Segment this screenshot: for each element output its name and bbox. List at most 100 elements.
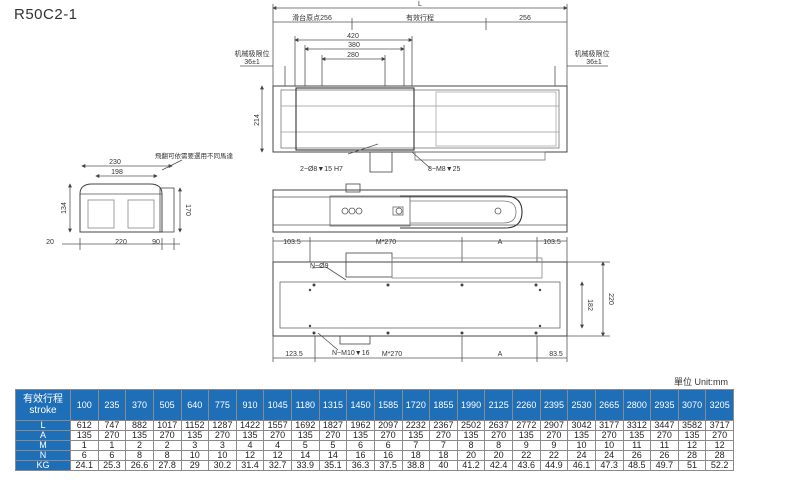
table-cell: 2 [152,440,182,451]
dim-380: 380 [348,42,360,49]
table-cell: 135 [567,430,596,441]
table-cell: 882 [125,420,154,431]
table-cell: 22 [512,450,541,461]
table-cell: 28 [677,450,707,461]
stroke-header-en: stroke [29,405,57,416]
table-cell: 4 [263,440,292,451]
dim-170: 170 [184,204,191,216]
table-cell: 3 [180,440,210,451]
table-cell: 1 [70,440,99,451]
table-cell: 270 [152,430,182,441]
dim-L: L [418,1,422,8]
table-cell: 35.1 [318,460,348,471]
table-cell: 12 [235,450,265,461]
table-cell: 49.7 [650,460,679,471]
table-cell: 11 [622,440,652,451]
table-cell: 37.5 [373,460,403,471]
dim-256: 256 [519,15,531,22]
table-cell: 24 [567,450,596,461]
table-cell: 135 [70,430,99,441]
table-cell: 7 [429,440,458,451]
table-cell: 26 [622,450,652,461]
dim-83-5: 83.5 [549,351,563,358]
row-label: KG [15,460,71,471]
table-cell: 8 [484,440,513,451]
hole-n-callout: N−Ø9 [310,263,329,270]
table-cell: 1962 [346,420,375,431]
table-cell: 14 [318,450,348,461]
table-cell: 1422 [235,420,265,431]
table-cell: 2502 [456,420,486,431]
table-cell: 25.3 [97,460,127,471]
table-cell: 6 [70,450,99,461]
dim-123-5: 123.5 [285,351,303,358]
hole-m-callout: N−M10▼16 [332,350,370,357]
table-cell: 8 [125,450,154,461]
table-cell: 3582 [677,420,707,431]
dim-m270-bottom: M*270 [382,351,402,358]
unit-label: 單位 Unit:mm [674,377,729,387]
stroke-value: 775 [208,389,237,421]
table-cell: 18 [429,450,458,461]
left-limit-label: 机械极限位 [235,49,270,58]
table-cell: 270 [539,430,569,441]
right-limit-label: 机械极限位 [575,49,610,58]
table-cell: 270 [650,430,679,441]
table-cell: 36.3 [346,460,375,471]
stroke-value: 1585 [373,389,403,421]
table-cell: 6 [346,440,375,451]
left-limit-value: 36±1 [244,59,260,66]
stroke-value: 370 [125,389,154,421]
stroke-value: 1450 [346,389,375,421]
table-cell: 3042 [567,420,596,431]
table-cell: 135 [622,430,652,441]
row-label: M [15,440,71,451]
table-cell: 33.9 [291,460,320,471]
stroke-header-cn: 有效行程 [23,394,63,405]
table-cell: 26 [650,450,679,461]
table-cell: 9 [539,440,569,451]
row-label: N [15,450,71,461]
table-cell: 52.2 [705,460,734,471]
stroke-value: 505 [152,389,182,421]
stroke-value: 640 [180,389,210,421]
stroke-value: 2395 [539,389,569,421]
table-cell: 2232 [401,420,431,431]
table-cell: 135 [456,430,486,441]
stroke-header: 有效行程 stroke [15,389,71,421]
table-cell: 135 [291,430,320,441]
stroke-value: 2665 [594,389,624,421]
table-cell: 1692 [291,420,320,431]
dim-220-bottom: 220 [607,293,614,305]
dim-230: 230 [109,159,121,166]
table-cell: 6 [97,450,127,461]
table-cell: 3447 [650,420,679,431]
table-cell: 1557 [263,420,292,431]
table-cell: 270 [318,430,348,441]
table-cell: 2637 [484,420,513,431]
stroke-value: 100 [70,389,99,421]
hole-right-callout: 8−M8▼25 [428,166,461,173]
table-cell: 270 [208,430,237,441]
stroke-value: 2260 [512,389,541,421]
table-cell: 38.8 [401,460,431,471]
table-cell: 16 [346,450,375,461]
right-limit-value: 36±1 [586,59,602,66]
technical-drawing: L 滑台原点256 有效行程 256 420 380 280 机械极限位 36±… [46,1,614,362]
table-cell: 43.6 [512,460,541,471]
table-cell: 41.2 [456,460,486,471]
table-cell: 10 [180,450,210,461]
table-cell: 29 [180,460,210,471]
table-cell: 32.7 [263,460,292,471]
table-cell: 270 [484,430,513,441]
table-cell: 2 [125,440,154,451]
table-cell: 42.4 [484,460,513,471]
table-cell: 20 [484,450,513,461]
dim-134: 134 [61,202,68,214]
stroke-value: 1045 [263,389,292,421]
end-view [62,159,183,250]
table-cell: 5 [318,440,348,451]
